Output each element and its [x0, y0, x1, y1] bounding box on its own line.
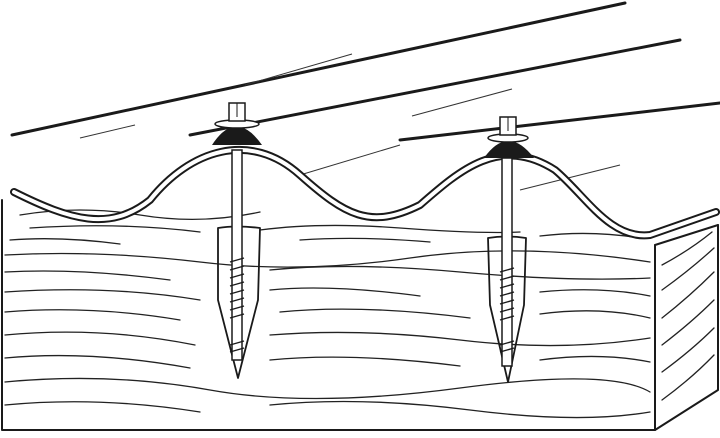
wood-front-grain	[4, 250, 651, 419]
roof-sheet-upper-lines	[10, 1, 720, 191]
wood-beam	[1, 199, 719, 431]
wood-side-grain	[661, 231, 715, 401]
screw-right	[484, 116, 534, 383]
roof-sheet	[10, 146, 720, 240]
screw-left	[212, 102, 262, 379]
